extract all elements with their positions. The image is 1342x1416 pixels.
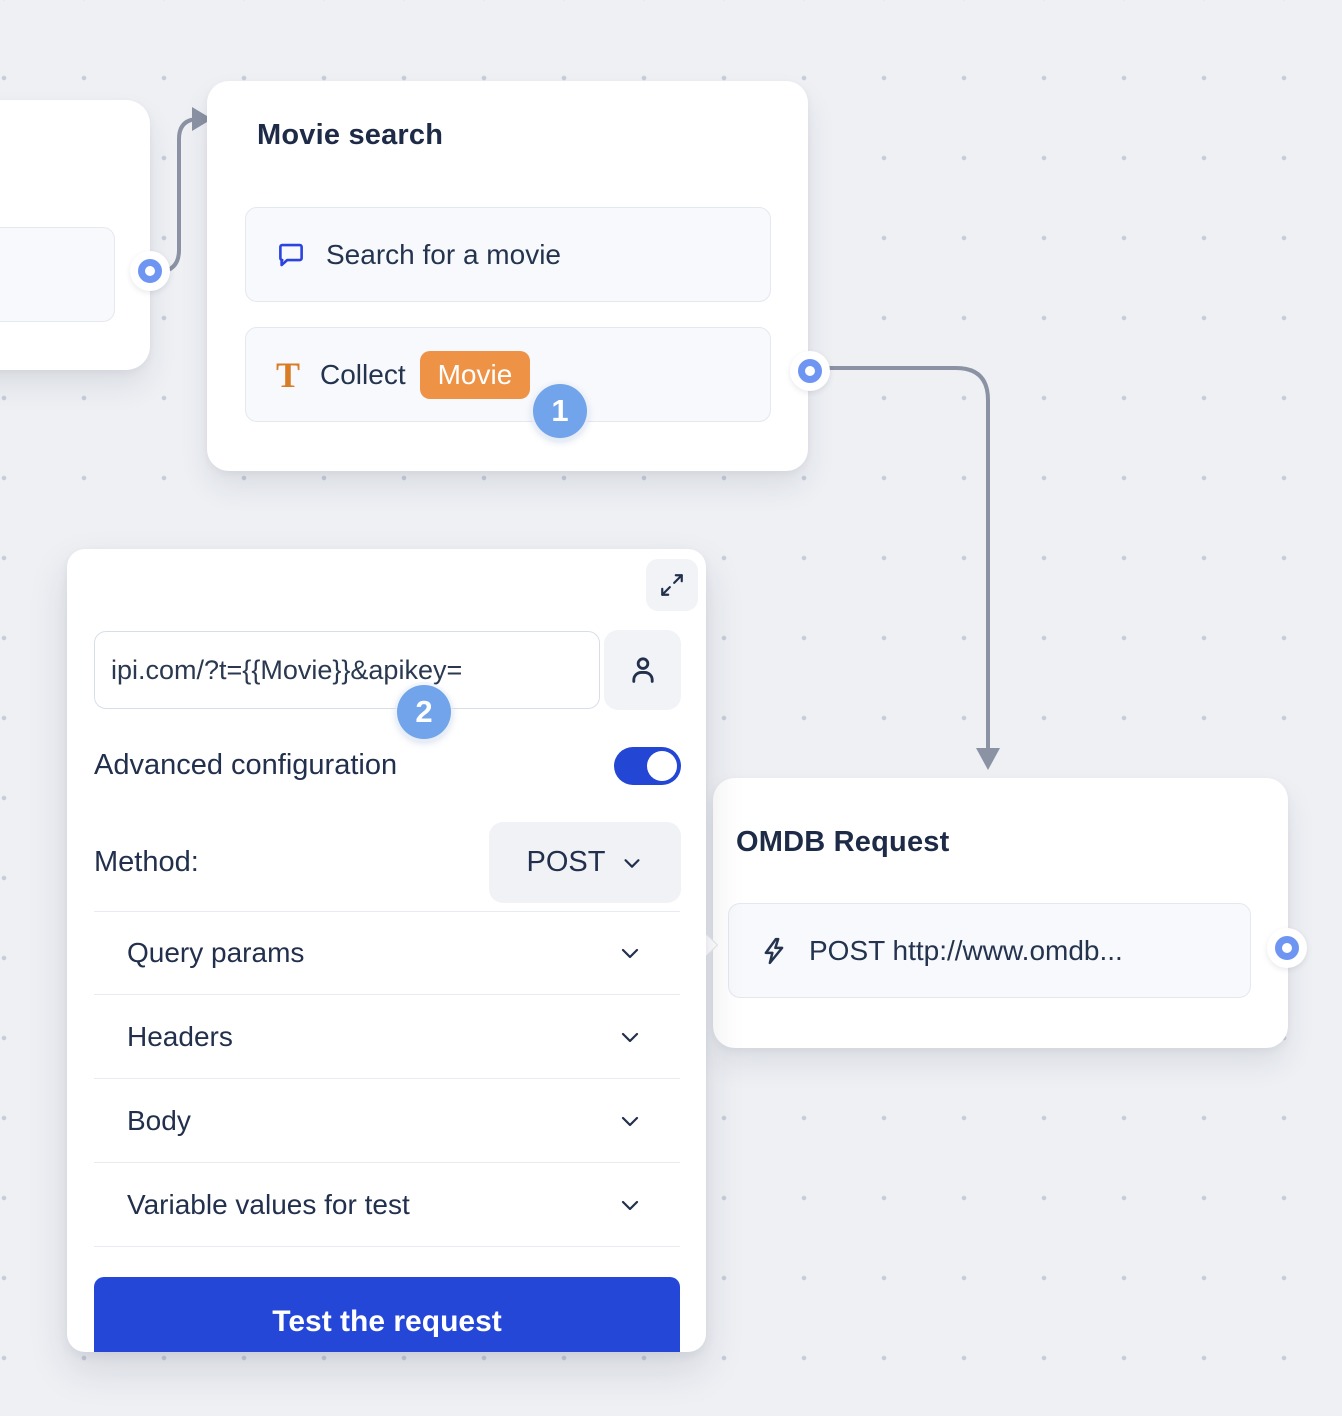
chevron-down-icon	[621, 948, 639, 959]
config-sections: Query params Headers Body Variable value…	[94, 911, 680, 1247]
partial-node-item[interactable]	[0, 227, 115, 322]
advanced-configuration-label: Advanced configuration	[94, 749, 398, 781]
expand-panel-button[interactable]	[646, 559, 698, 611]
method-dropdown[interactable]: POST	[489, 822, 681, 903]
test-request-button[interactable]: Test the request	[94, 1277, 680, 1352]
insert-variable-button[interactable]	[604, 630, 681, 710]
method-label: Method:	[94, 846, 199, 878]
omdb-node-title: OMDB Request	[736, 826, 950, 858]
webhook-config-panel[interactable]: Advanced configuration Method: POST Quer…	[67, 549, 706, 1352]
partial-node-card[interactable]	[0, 100, 150, 370]
variable-chip-movie[interactable]: Movie	[419, 350, 531, 399]
omdb-webhook-block[interactable]: POST http://www.omdb...	[728, 903, 1251, 998]
chevron-down-icon	[624, 858, 641, 868]
chevron-down-icon	[621, 1200, 639, 1210]
section-variable-values[interactable]: Variable values for test	[94, 1163, 680, 1247]
wire-arrowhead-down	[976, 748, 1000, 770]
movie-search-node[interactable]: Movie search Search for a movie T Collec…	[207, 81, 808, 471]
section-headers[interactable]: Headers	[94, 995, 680, 1079]
section-query-params[interactable]: Query params	[94, 911, 680, 995]
omdb-request-node[interactable]: OMDB Request POST http://www.omdb...	[713, 778, 1288, 1048]
output-connector-omdb-node[interactable]	[1267, 928, 1307, 968]
output-connector-movie-node[interactable]	[790, 351, 830, 391]
connector-ring	[1275, 936, 1299, 960]
wire-into-movie-node	[158, 117, 200, 274]
person-icon	[631, 657, 654, 683]
wire-movie-to-omdb	[828, 366, 990, 750]
text-input-icon: T	[276, 354, 301, 395]
chevron-down-icon	[621, 1032, 639, 1042]
chat-bubble-icon	[279, 243, 303, 266]
omdb-block-label: POST http://www.omdb...	[809, 934, 1123, 966]
lightning-icon	[764, 937, 784, 964]
collect-block-label: Collect	[320, 358, 406, 390]
webhook-url-input[interactable]	[94, 631, 600, 709]
method-value: POST	[526, 846, 606, 878]
movie-node-collect-block[interactable]: T Collect Movie	[245, 327, 771, 422]
output-connector-partial-node[interactable]	[130, 251, 170, 291]
toggle-knob	[647, 751, 677, 781]
chevron-down-icon	[621, 1116, 639, 1126]
advanced-configuration-toggle[interactable]	[614, 747, 681, 785]
movie-node-title: Movie search	[257, 119, 444, 151]
expand-icon	[661, 574, 683, 596]
wire-arrowhead-right	[192, 107, 212, 131]
movie-node-message-block[interactable]: Search for a movie	[245, 207, 771, 302]
connector-ring	[798, 359, 822, 383]
message-block-label: Search for a movie	[326, 238, 561, 270]
step-badge-2: 2	[397, 685, 451, 739]
connector-ring	[138, 259, 162, 283]
step-badge-1: 1	[533, 384, 587, 438]
section-body[interactable]: Body	[94, 1079, 680, 1163]
